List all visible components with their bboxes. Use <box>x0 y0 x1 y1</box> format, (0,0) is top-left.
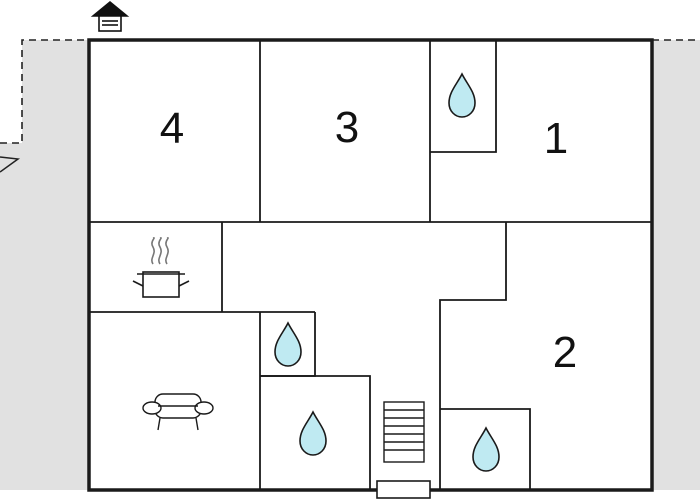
water-drop-icon <box>472 426 500 472</box>
cooking-pot-icon <box>132 237 190 298</box>
staircase-icon <box>383 401 425 463</box>
interior-walls <box>89 40 652 490</box>
room-label-3: 3 <box>335 103 359 152</box>
water-drop-icon <box>274 321 302 367</box>
water-drop-icon <box>448 72 476 118</box>
water-drop-icon <box>299 410 327 456</box>
entrance-mat-icon <box>376 480 431 499</box>
sofa-icon <box>142 393 214 431</box>
terrace-left <box>0 40 90 490</box>
terrace-areas <box>0 40 700 490</box>
room-label-4: 4 <box>160 104 184 153</box>
room-label-1: 1 <box>544 114 568 163</box>
compass-arrow-icon <box>0 156 21 173</box>
room-label-2: 2 <box>553 328 577 377</box>
property-line <box>0 39 90 144</box>
terrace-right <box>652 40 700 490</box>
house-icon <box>90 0 130 32</box>
